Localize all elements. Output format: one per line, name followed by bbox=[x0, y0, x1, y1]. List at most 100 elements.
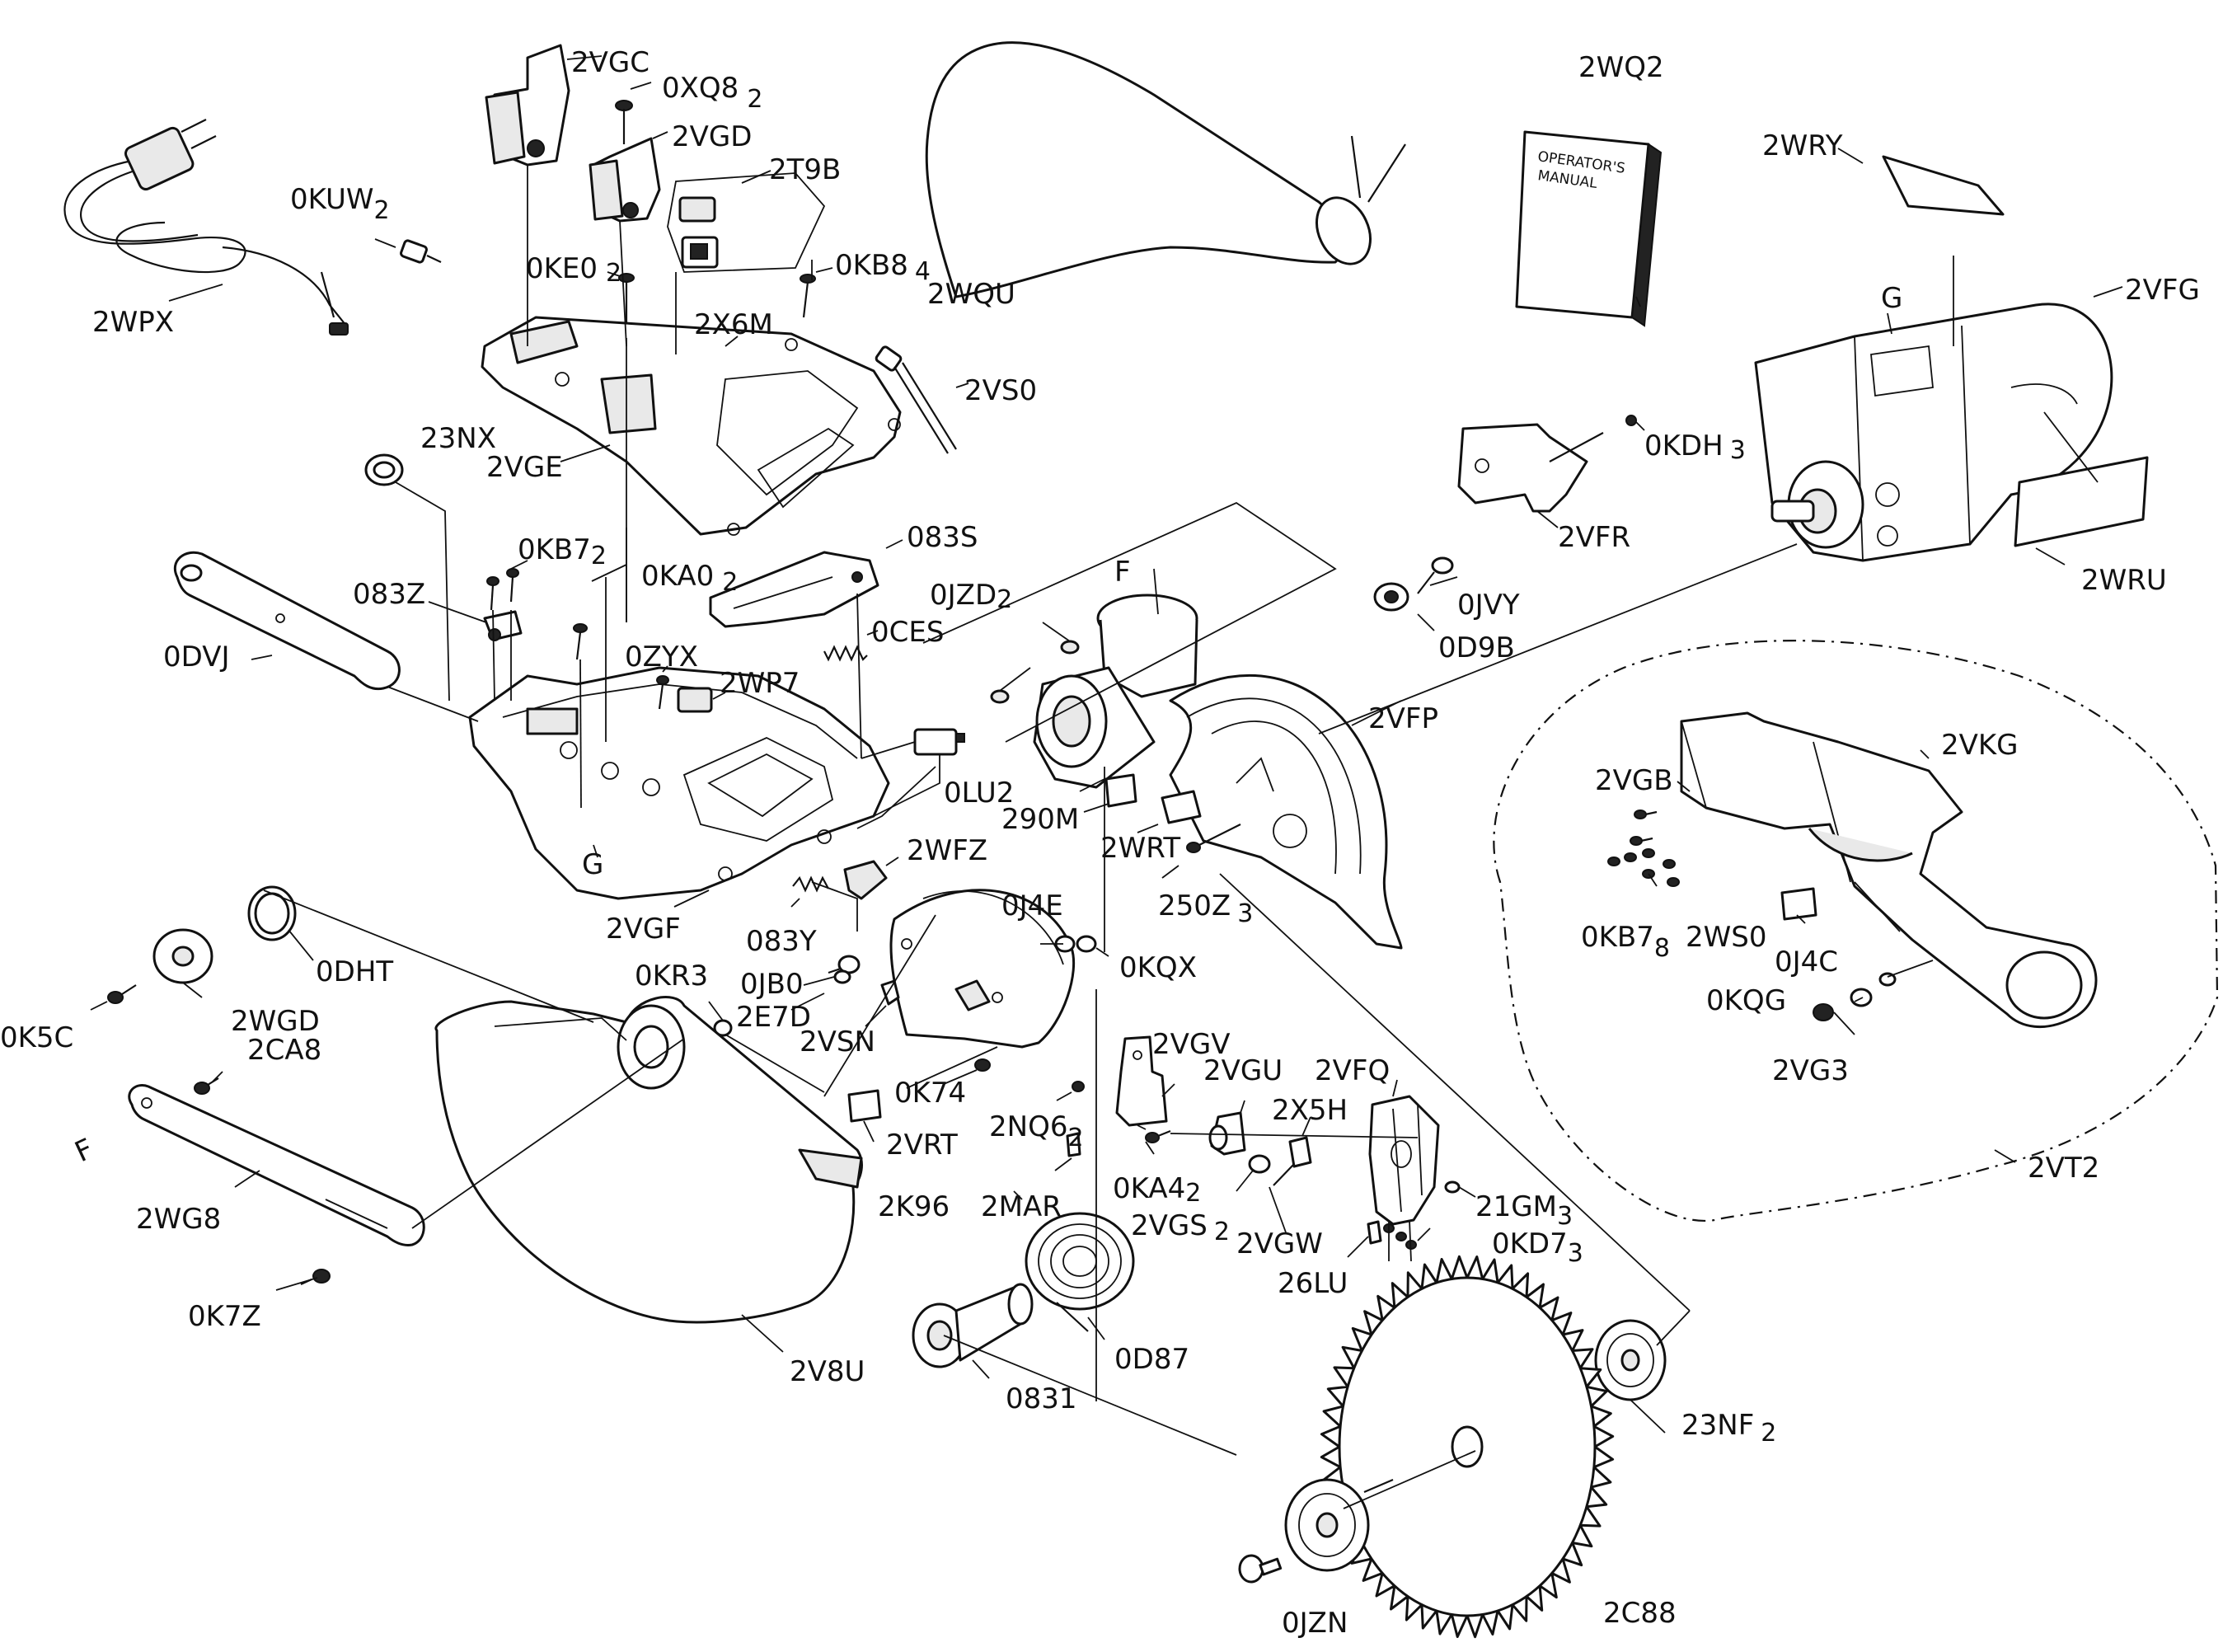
power-cord-part bbox=[63, 119, 349, 336]
saw-blade-part-2c88 bbox=[1320, 1255, 1615, 1639]
label-part-2k96 bbox=[847, 1089, 882, 1123]
clamp-part-083z bbox=[483, 610, 523, 641]
label-0ka4: 0KA42 bbox=[1113, 1172, 1201, 1208]
pin-part-2x5h bbox=[1273, 1136, 1312, 1186]
label-0jvy: 0JVY bbox=[1457, 589, 1520, 622]
label-2vgc: 2VGC bbox=[571, 46, 650, 79]
arm-part-2wg8 bbox=[128, 1084, 425, 1246]
label-2wqu: 2WQU bbox=[927, 278, 1015, 311]
label-2nq6: 2NQ62 bbox=[989, 1110, 1084, 1152]
label-2wfz: 2WFZ bbox=[907, 834, 987, 867]
pulley-part-2vgu bbox=[1208, 1111, 1246, 1156]
label-0zyx: 0ZYX bbox=[625, 641, 698, 673]
label-083z: 083Z bbox=[353, 578, 425, 611]
label-2c88: 2C88 bbox=[1603, 1597, 1677, 1630]
bracket-part-2vgv bbox=[1115, 1035, 1168, 1127]
grommet-part-23nx bbox=[364, 453, 404, 486]
screw-part-0kb8 bbox=[800, 274, 816, 318]
nut-washer-parts-2vg3 bbox=[1813, 972, 1897, 1021]
washer-part-21gm bbox=[1444, 1180, 1461, 1194]
label-0dvj: 0DVJ bbox=[163, 641, 230, 673]
blade-guard-part-2v8u bbox=[434, 996, 863, 1324]
switch-part-0lu2 bbox=[913, 728, 965, 756]
label-2k96: 2K96 bbox=[878, 1190, 950, 1223]
label-0jb0: 0JB0 bbox=[740, 968, 804, 1001]
trigger-part-083s bbox=[709, 551, 879, 628]
label-290m: 290M bbox=[1001, 803, 1079, 836]
label-2vfr: 2VFR bbox=[1558, 521, 1630, 554]
bracket-part-2vgc bbox=[485, 44, 570, 167]
screw-part-0ka4 bbox=[1145, 1129, 1171, 1143]
label-2vkg: 2VKG bbox=[1941, 729, 2019, 762]
label-083y: 083Y bbox=[746, 925, 817, 958]
label-2vgu: 2VGU bbox=[1203, 1054, 1283, 1087]
label-2vfg: 2VFG bbox=[2125, 274, 2200, 307]
spring-part-083y bbox=[792, 875, 829, 893]
upper-guard-part-2vfp bbox=[1033, 594, 1403, 950]
wire-part-2vs0 bbox=[875, 345, 957, 454]
label-0jzd: 0JZD2 bbox=[930, 579, 1012, 614]
assembly-outline-2vt2 bbox=[1493, 640, 2219, 1223]
bracket-part-2vgd bbox=[589, 137, 661, 223]
clip-part-2wp7 bbox=[677, 687, 713, 713]
label-2vgb: 2VGB bbox=[1595, 764, 1673, 797]
washer-part-2vgs bbox=[1248, 1154, 1271, 1174]
screws-part-0kb7 bbox=[486, 568, 519, 611]
label-0ces: 0CES bbox=[871, 616, 944, 649]
label-2v8u: 2V8U bbox=[790, 1355, 865, 1388]
lever-part-0dvj bbox=[173, 551, 401, 691]
nut-part-0k74 bbox=[974, 1058, 991, 1072]
label-2wpx: 2WPX bbox=[92, 306, 174, 339]
screws-part-250z bbox=[1186, 824, 1241, 853]
oring-part-0dht bbox=[247, 885, 297, 941]
motor-part-2vfg bbox=[1754, 303, 2113, 562]
label-2ws0: 2WS0 bbox=[1686, 921, 1766, 954]
handle-cover-part-2vge bbox=[481, 316, 902, 536]
marker-f-left: F bbox=[70, 1133, 99, 1170]
label-0lu2: 0LU2 bbox=[944, 777, 1014, 810]
screw-part-2nq6 bbox=[1072, 1081, 1085, 1092]
label-2vfq: 2VFQ bbox=[1315, 1054, 1390, 1087]
label-2wgd: 2WGD bbox=[231, 1005, 320, 1038]
label-2vt2: 2VT2 bbox=[2028, 1152, 2099, 1185]
label-23nx: 23NX bbox=[420, 422, 496, 455]
marker-g-top: G bbox=[1881, 282, 1902, 315]
label-2wq2: 2WQ2 bbox=[1578, 51, 1664, 84]
label-083s: 083S bbox=[907, 521, 978, 554]
screw-part-0xq8 bbox=[615, 100, 633, 144]
label-2x5h: 2X5H bbox=[1272, 1094, 1348, 1127]
label-0j4e: 0J4E bbox=[1001, 889, 1063, 922]
label-2wry: 2WRY bbox=[1762, 129, 1843, 162]
label-part-290m bbox=[1104, 773, 1137, 808]
label-2vg3: 2VG3 bbox=[1772, 1054, 1849, 1087]
spring-part-0d87 bbox=[1025, 1212, 1135, 1332]
label-2t9b: 2T9B bbox=[769, 153, 841, 186]
label-2wru: 2WRU bbox=[2081, 564, 2167, 597]
washer-part-0d9b bbox=[1373, 582, 1409, 612]
washer-part-2wgd bbox=[152, 928, 213, 984]
label-2mar: 2MAR bbox=[981, 1190, 1062, 1223]
label-part-2wru bbox=[2014, 456, 2149, 547]
switch-group-2t9b bbox=[667, 172, 826, 273]
screw-part-0jvy bbox=[1417, 556, 1454, 594]
label-0kqx: 0KQX bbox=[1119, 951, 1197, 984]
leader-lines bbox=[90, 55, 2123, 1509]
label-21gm: 21GM3 bbox=[1475, 1190, 1573, 1231]
label-0kr3: 0KR3 bbox=[635, 960, 708, 993]
marker-f-top: F bbox=[1114, 556, 1131, 589]
label-2vgf: 2VGF bbox=[606, 913, 681, 946]
label-0k7z: 0K7Z bbox=[188, 1300, 261, 1333]
label-26lu: 26LU bbox=[1278, 1267, 1348, 1300]
pin-part-26lu bbox=[1367, 1220, 1382, 1245]
label-2vgw: 2VGW bbox=[1236, 1227, 1323, 1260]
marker-g-bottom: G bbox=[582, 848, 603, 881]
clip-part-2vsn bbox=[880, 979, 900, 1006]
spring-part-0ces bbox=[823, 645, 868, 662]
label-0kb7-top: 0KB72 bbox=[518, 533, 607, 570]
